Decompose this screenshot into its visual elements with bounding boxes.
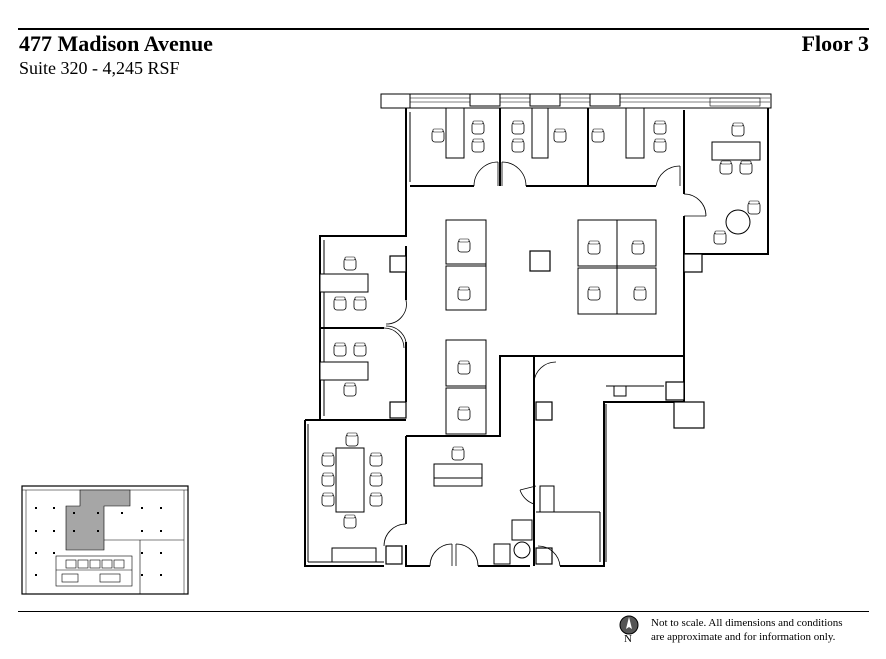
disclaimer-line-2: are approximate and for information only… <box>651 631 836 643</box>
disclaimer: Not to scale. All dimensions and conditi… <box>651 616 843 644</box>
floor-label: Floor 3 <box>801 31 869 56</box>
header-rule <box>18 28 869 30</box>
footer-rule <box>18 611 869 612</box>
north-arrow-icon <box>619 615 639 635</box>
page-title: 477 Madison Avenue <box>19 31 213 56</box>
suite-highlight <box>65 489 131 551</box>
north-label: N <box>624 633 632 645</box>
suite-subtitle: Suite 320 - 4,245 RSF <box>19 58 180 78</box>
disclaimer-line-1: Not to scale. All dimensions and conditi… <box>651 617 843 629</box>
